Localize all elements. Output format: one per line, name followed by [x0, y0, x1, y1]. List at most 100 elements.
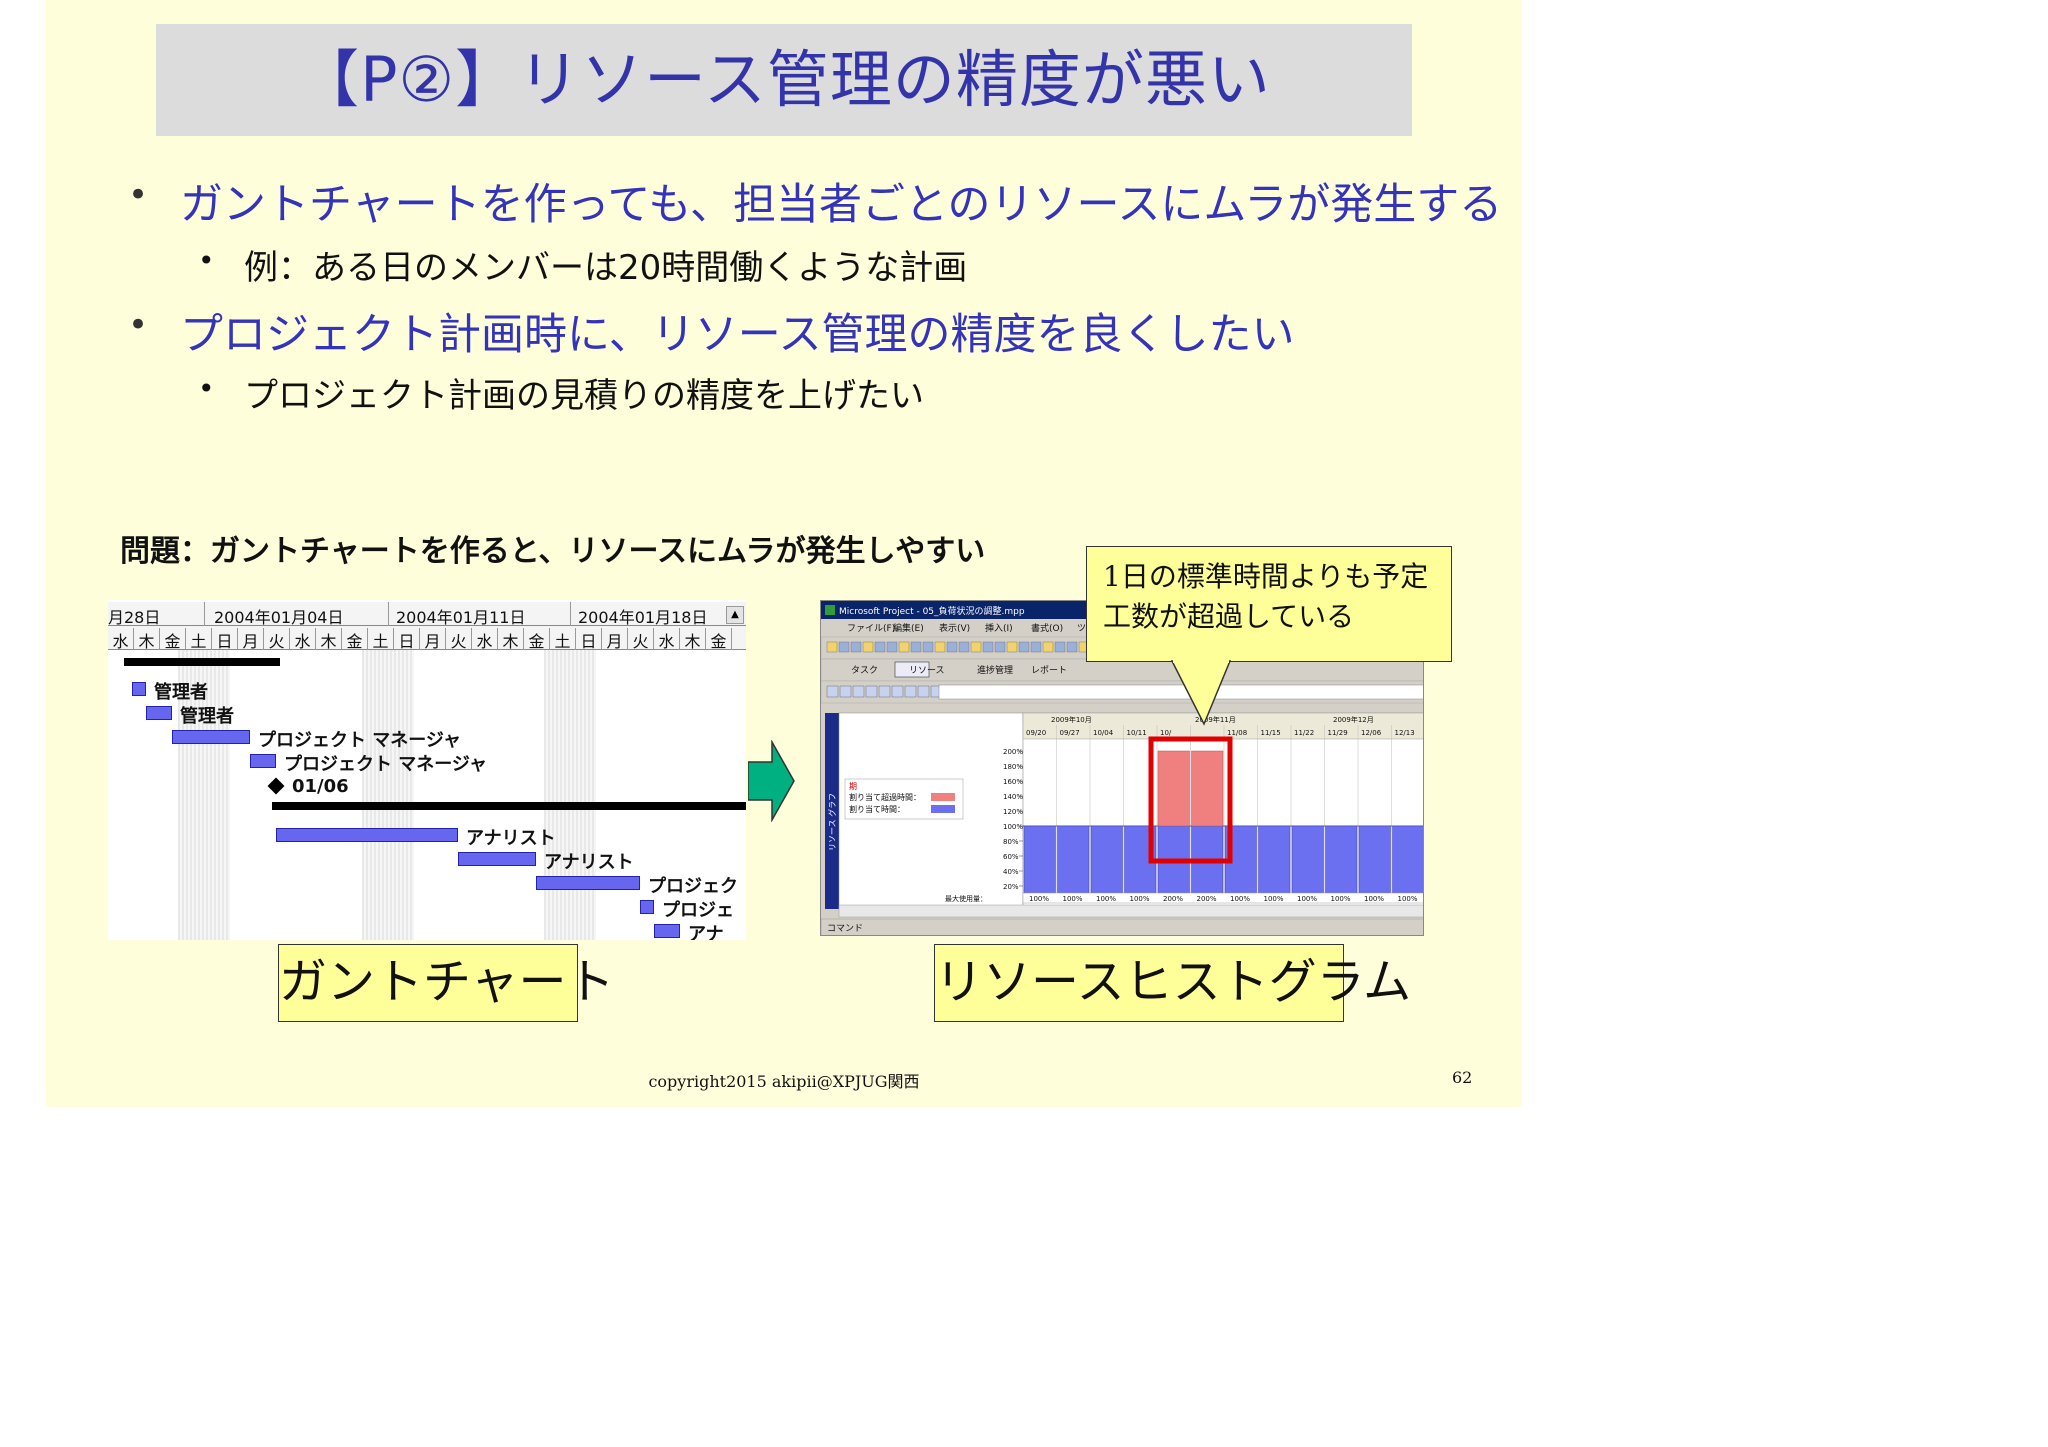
toolbar-icon[interactable]	[826, 641, 838, 653]
histogram-bar-overallocated	[1157, 750, 1190, 827]
menu-item[interactable]: 書式(O)	[1031, 622, 1063, 634]
toolbar-icon[interactable]	[904, 685, 917, 698]
sub-bullet-1-text: 例：ある日のメンバーは20時間働くような計画	[244, 248, 968, 288]
bottom-value: 200%	[1163, 895, 1183, 903]
gantt-task-label: アナリスト	[466, 828, 556, 849]
menu-item[interactable]: 編集(E)	[893, 622, 924, 634]
gantt-task-bar	[276, 828, 458, 842]
toolbar-icon[interactable]	[934, 641, 946, 653]
horizontal-scrollbar[interactable]	[838, 904, 1424, 918]
y-tick-label: 60%	[1003, 853, 1019, 861]
menu-item[interactable]: ファイル(F)	[847, 624, 895, 634]
toolbar-icon[interactable]	[946, 641, 958, 653]
toolbar-icon[interactable]	[922, 641, 934, 653]
week-label: 11/22	[1294, 729, 1314, 737]
view-button[interactable]: 進捗管理	[977, 664, 1013, 676]
view-button[interactable]: タスク	[851, 665, 878, 676]
gantt-chart: 月28日 2004年01月04日 2004年01月11日 2004年01月18日…	[108, 600, 746, 940]
toolbar-icon[interactable]	[838, 641, 850, 653]
view-button[interactable]: レポート	[1031, 665, 1067, 676]
page-number: 62	[1452, 1068, 1473, 1087]
toolbar-icon[interactable]	[1006, 641, 1018, 653]
toolbar-icon[interactable]	[865, 685, 878, 698]
gantt-task-label: プロジェ	[662, 900, 734, 921]
bottom-value: 100%	[1029, 895, 1049, 903]
gantt-day: 月	[420, 628, 446, 651]
toolbar-icon[interactable]	[874, 641, 886, 653]
toolbar-icon[interactable]	[826, 685, 839, 698]
toolbar-icon[interactable]	[852, 685, 865, 698]
toolbar-icon[interactable]	[970, 641, 982, 653]
sub-bullet-dot: •	[198, 244, 215, 277]
scroll-up-button[interactable]: ▲	[726, 606, 744, 624]
gantt-day: 水	[108, 628, 134, 651]
slide: 【P②】リソース管理の精度が悪い • ガントチャートを作っても、担当者ごとのリソ…	[46, 0, 1522, 1107]
y-tick-label: 140%	[1003, 793, 1023, 801]
toolbar-icon[interactable]	[850, 641, 862, 653]
toolbar-icon[interactable]	[1018, 641, 1030, 653]
bullet-1: • ガントチャートを作っても、担当者ごとのリソースにムラが発生する	[128, 170, 1503, 232]
overload-highlight-box	[1148, 736, 1233, 864]
gantt-summary-bar	[124, 658, 280, 666]
active-tab-frame	[894, 661, 930, 678]
toolbar-icon[interactable]	[994, 641, 1006, 653]
gantt-day: 日	[394, 628, 420, 651]
bullet-1-text: ガントチャートを作っても、担当者ごとのリソースにムラが発生する	[180, 180, 1503, 230]
legend-swatch-normal	[931, 805, 955, 813]
gantt-task-bar	[132, 682, 146, 696]
toolbar-standard	[826, 641, 1090, 653]
toolbar-icon[interactable]	[917, 685, 930, 698]
toolbar-icon[interactable]	[891, 685, 904, 698]
bottom-row-bg	[1022, 892, 1423, 904]
week-label: 10/11	[1127, 729, 1147, 737]
legend-title: 期	[849, 782, 857, 791]
gantt-date-header: 月28日 2004年01月04日 2004年01月11日 2004年01月18日…	[108, 602, 746, 627]
gantt-day: 木	[134, 628, 160, 651]
toolbar-icon[interactable]	[898, 641, 910, 653]
toolbar-icon[interactable]	[1042, 641, 1054, 653]
week-label: 09/27	[1060, 729, 1080, 737]
footer-copyright: copyright2015 akipii@XPJUG関西	[648, 1072, 920, 1091]
bottom-value: 100%	[1264, 895, 1284, 903]
gantt-task-label: 管理者	[154, 682, 208, 703]
gantt-separator	[388, 602, 389, 626]
gantt-day: 土	[186, 628, 212, 651]
gantt-task-label: アナリスト	[544, 852, 634, 873]
gantt-day: 金	[706, 628, 732, 651]
month-label: 2009年10月	[1051, 715, 1092, 724]
sub-bullet-1: • 例：ある日のメンバーは20時間働くような計画	[198, 240, 968, 289]
histogram-label: リソースヒストグラム	[934, 944, 1411, 1022]
view-button[interactable]: リソース	[909, 666, 945, 676]
toolbar-icon[interactable]	[878, 685, 891, 698]
status-bar: コマンド	[827, 924, 863, 934]
bullet-2-text: プロジェクト計画時に、リソース管理の精度を良くしたい	[180, 310, 1295, 360]
gantt-day: 水	[290, 628, 316, 651]
sub-bullet-2-text: プロジェクト計画の見積りの精度を上げたい	[244, 376, 924, 416]
weekend-shade	[178, 650, 230, 940]
week-label: 12/13	[1395, 729, 1415, 737]
toolbar-icon[interactable]	[862, 641, 874, 653]
toolbar-icon[interactable]	[982, 641, 994, 653]
menu-item[interactable]: 挿入(I)	[985, 622, 1013, 634]
menu-item[interactable]: 表示(V)	[939, 622, 970, 634]
gantt-day: 土	[550, 628, 576, 651]
histogram-bar-allocated	[1090, 825, 1123, 902]
toolbar-icon[interactable]	[886, 641, 898, 653]
arrow-right-icon	[748, 740, 795, 822]
toolbar-icon[interactable]	[1066, 641, 1078, 653]
toolbar-icon[interactable]	[958, 641, 970, 653]
toolbar-icon[interactable]	[1030, 641, 1042, 653]
gantt-task-bar	[250, 754, 276, 768]
gantt-day: 土	[368, 628, 394, 651]
toolbar-icon[interactable]	[1054, 641, 1066, 653]
toolbar-icon[interactable]	[910, 641, 922, 653]
bullet-dot: •	[128, 305, 149, 345]
bottom-value: 100%	[1130, 895, 1150, 903]
legend-label: 割り当て超過時間：	[849, 792, 921, 802]
y-tick-label: 180%	[1003, 763, 1023, 771]
gantt-day: 日	[576, 628, 602, 651]
weekend-shade	[362, 650, 414, 940]
gantt-task-label: 管理者	[180, 706, 234, 727]
toolbar-icon[interactable]	[839, 685, 852, 698]
